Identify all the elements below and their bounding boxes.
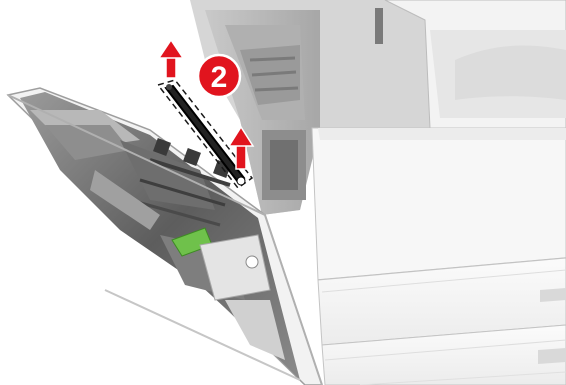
step-number: 2	[211, 61, 228, 94]
step-badge: 2	[198, 55, 240, 97]
slot-indicator	[375, 8, 383, 44]
up-arrow-icon	[159, 40, 183, 78]
